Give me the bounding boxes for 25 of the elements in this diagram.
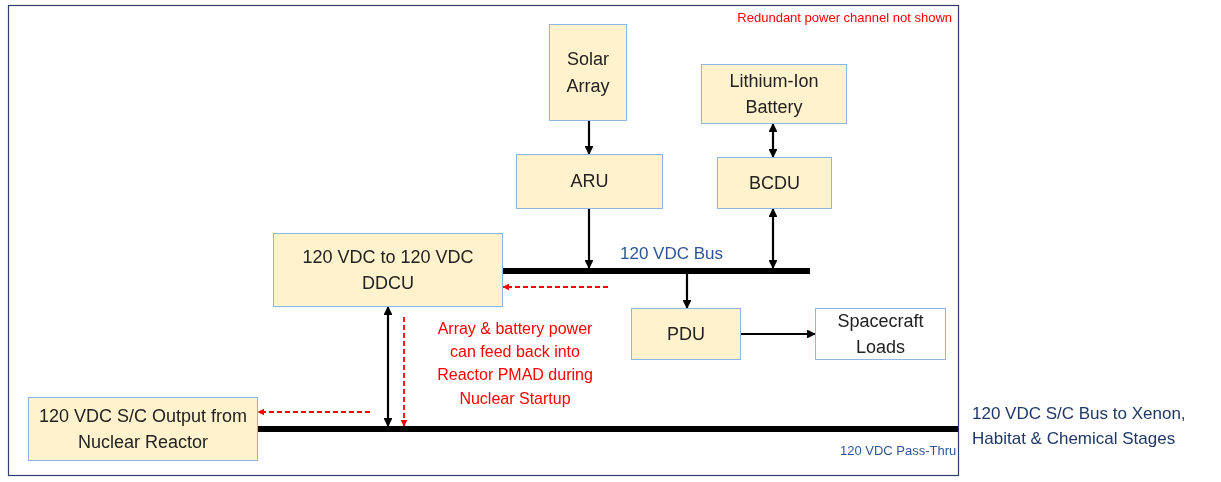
note-text: Redundant power channel not shown	[736, 9, 952, 27]
arrow	[383, 306, 393, 427]
bus-bar	[503, 268, 810, 274]
bus-label: 120 VDC Bus	[620, 244, 724, 264]
arrow	[257, 408, 371, 416]
arrow	[502, 283, 609, 291]
block-box: Lithium-Ion Battery	[701, 64, 847, 124]
block-box: 120 VDC to 120 VDC DDCU	[273, 233, 503, 307]
block-box: BCDU	[717, 157, 832, 209]
block-box: Solar Array	[549, 24, 627, 121]
block-box: PDU	[631, 308, 741, 360]
block-box: ARU	[516, 154, 663, 209]
block-box: 120 VDC S/C Output from Nuclear Reactor	[28, 397, 258, 461]
arrow	[584, 121, 594, 155]
arrow	[768, 208, 778, 269]
block-box: Spacecraft Loads	[815, 308, 946, 360]
bus-bar	[258, 426, 958, 432]
arrow	[741, 329, 816, 339]
arrow	[682, 274, 692, 309]
bus-label: 120 VDC Pass-Thru	[840, 443, 955, 458]
arrow	[400, 316, 408, 427]
arrow	[768, 123, 778, 158]
annotation-text: Array & battery power can feed back into Reactor PMAD during Nuclear Startup	[436, 319, 594, 409]
output-bus-label: 120 VDC S/C Bus to Xenon, Habitat & Chemical Stages	[972, 403, 1187, 450]
arrow	[584, 209, 594, 269]
